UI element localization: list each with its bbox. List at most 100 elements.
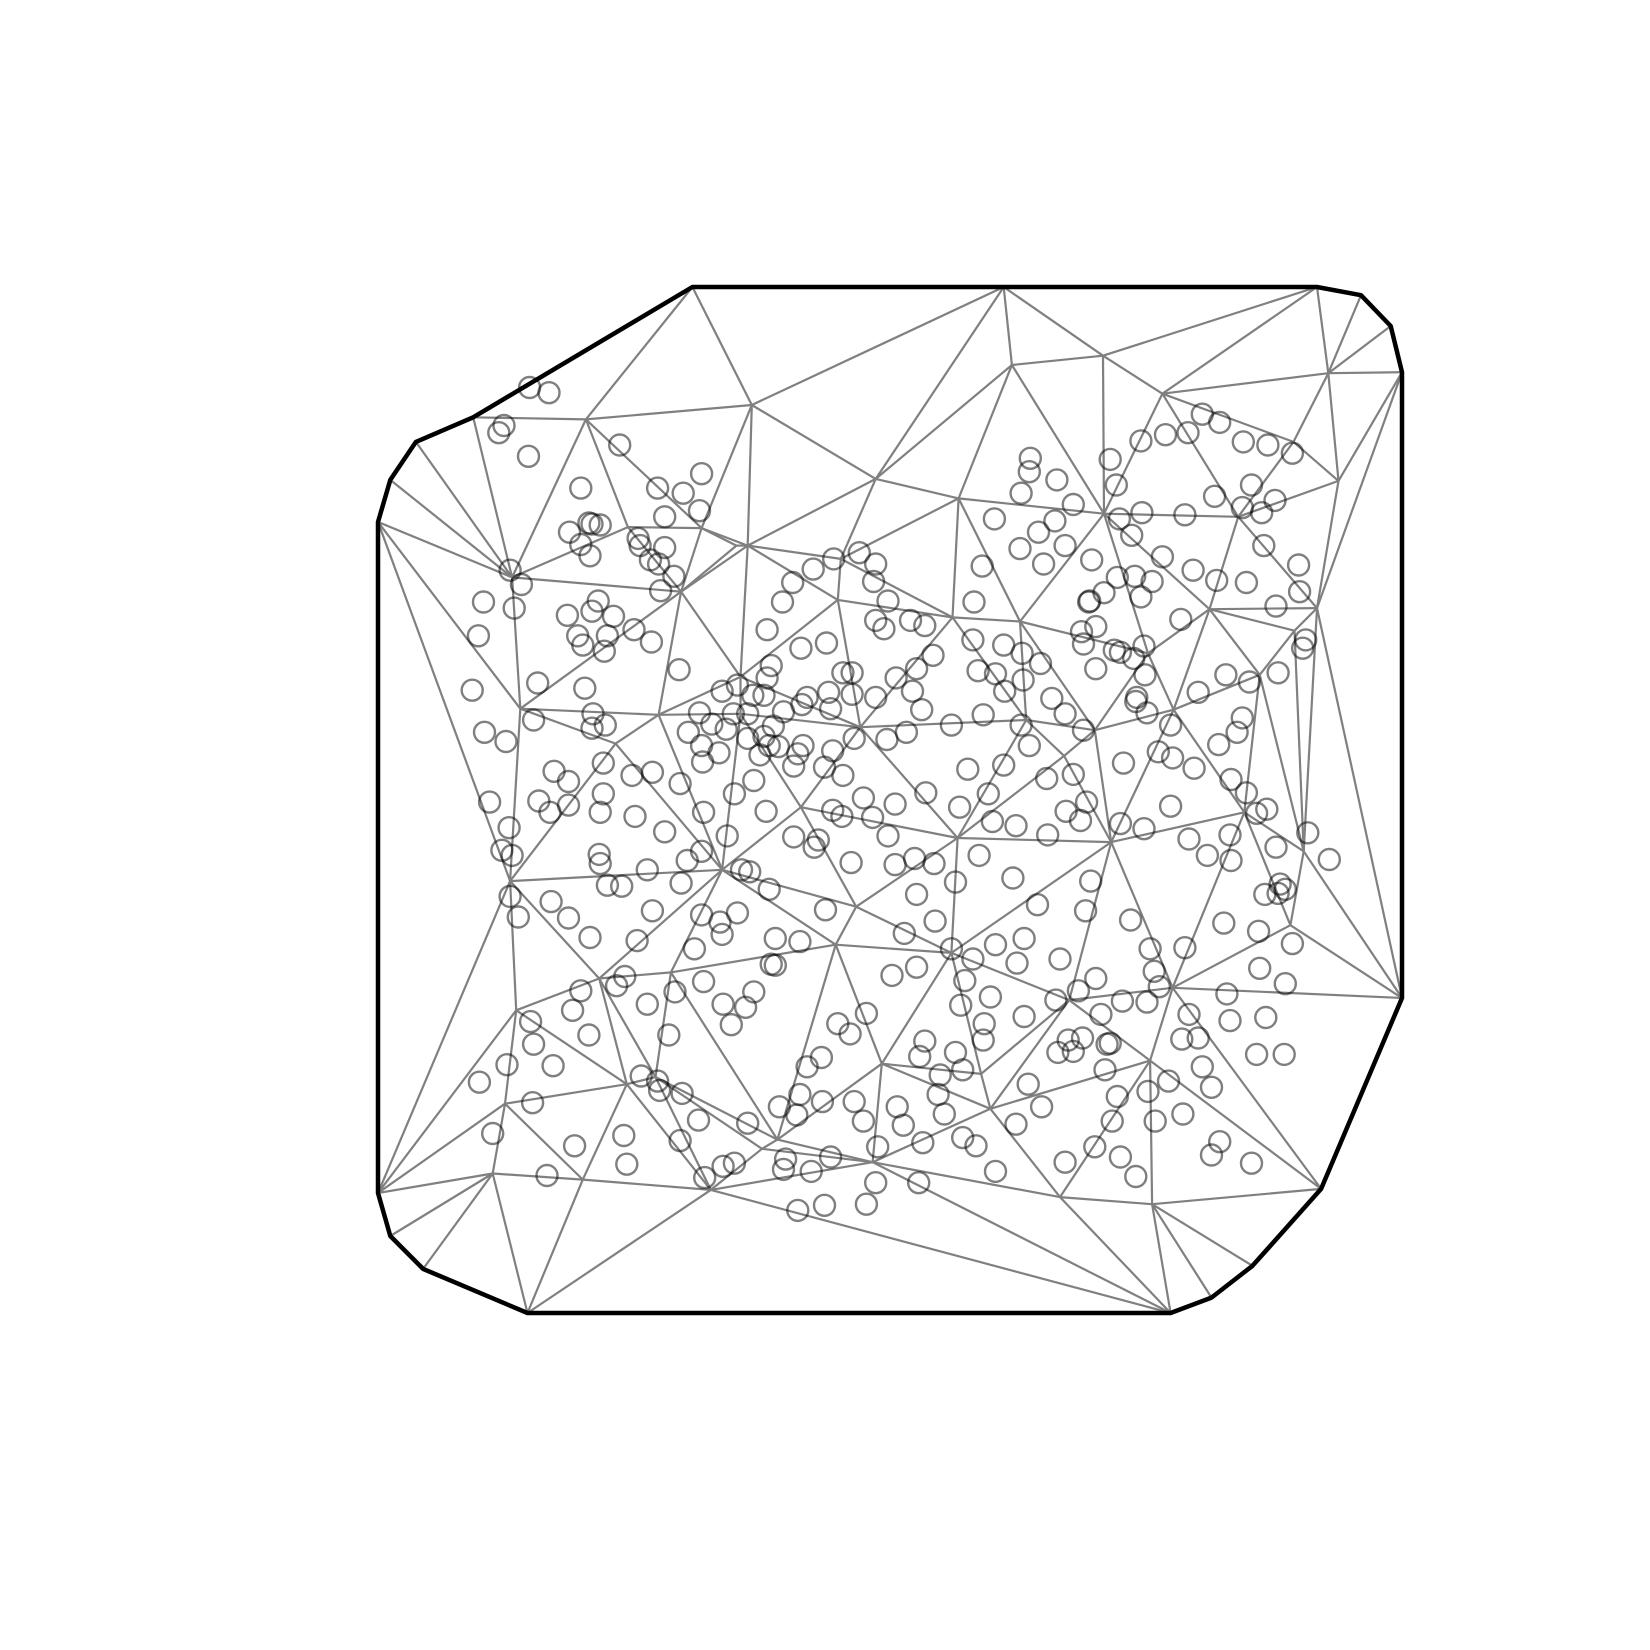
sample-point: [556, 769, 581, 794]
mesh-edge: [834, 944, 883, 1065]
sample-point: [782, 825, 806, 849]
sample-point: [719, 1012, 743, 1037]
sample-point: [1142, 959, 1166, 983]
sample-point: [729, 858, 754, 882]
sample-point: [498, 558, 522, 582]
sample-point: [592, 639, 616, 663]
mesh-edge: [1162, 372, 1329, 395]
sample-point: [1071, 718, 1096, 742]
sample-point: [648, 579, 673, 603]
sample-point: [1119, 523, 1144, 547]
sample-point: [537, 381, 561, 405]
mesh-edge: [511, 418, 587, 578]
sample-point: [1009, 713, 1033, 737]
sample-point: [571, 633, 595, 657]
mesh-edge: [598, 977, 657, 1078]
sample-point: [982, 507, 1007, 531]
sample-point: [721, 702, 745, 726]
sample-point: [1104, 473, 1129, 497]
sample-point: [635, 992, 659, 1016]
sample-point: [814, 631, 839, 655]
mesh-edge: [881, 1062, 991, 1110]
sample-point: [1143, 1109, 1167, 1133]
sample-point: [839, 850, 863, 875]
sample-point: [1118, 908, 1143, 932]
sample-point: [949, 993, 973, 1017]
sample-point: [1108, 640, 1133, 664]
mesh-edge: [1293, 607, 1318, 632]
sample-point: [1089, 1002, 1113, 1027]
sample-point: [902, 846, 927, 871]
sample-point: [754, 799, 778, 823]
sample-point: [1040, 686, 1064, 711]
mesh-edge: [1146, 652, 1175, 711]
sample-point: [671, 481, 695, 505]
mesh-edge: [855, 837, 959, 908]
sample-point: [638, 548, 663, 572]
mesh-edge: [1094, 708, 1174, 732]
sample-point: [669, 871, 693, 895]
mesh-edge: [777, 1138, 873, 1164]
sample-point: [1150, 545, 1175, 569]
sample-point: [1204, 568, 1229, 593]
mesh-edge: [1172, 608, 1211, 711]
sample-point: [1108, 811, 1133, 836]
mesh-edge: [1302, 850, 1403, 999]
sample-point: [1031, 552, 1056, 576]
sample-point: [742, 768, 766, 793]
sample-point: [898, 608, 923, 633]
sample-point: [635, 858, 659, 882]
mesh-edge: [1208, 516, 1240, 610]
sample-point: [1218, 1008, 1242, 1033]
sample-point: [1129, 585, 1153, 609]
sample-point: [864, 608, 888, 633]
mesh-edge: [491, 1103, 507, 1174]
mesh-edge: [691, 286, 753, 406]
sample-point: [822, 547, 846, 571]
sample-point: [781, 570, 805, 595]
mesh-edge: [990, 1059, 1151, 1110]
sample-point: [1219, 767, 1243, 792]
sample-point: [538, 800, 562, 824]
sample-point: [1219, 848, 1243, 873]
sample-point: [1004, 814, 1028, 838]
sample-point: [884, 666, 908, 690]
sample-point: [818, 697, 843, 721]
sample-point: [580, 512, 604, 536]
sample-point: [1098, 1031, 1122, 1055]
sample-point: [763, 953, 787, 977]
mesh-edge: [509, 881, 518, 1011]
sample-point: [976, 782, 1000, 806]
sample-point: [1186, 1026, 1210, 1050]
mesh-edge: [376, 521, 512, 882]
sample-point: [966, 659, 990, 683]
mesh-edge: [859, 726, 959, 839]
sample-point: [860, 805, 885, 830]
sample-point: [907, 1170, 931, 1195]
sample-point: [1001, 866, 1025, 890]
sample-point: [914, 781, 938, 805]
sample-point: [755, 666, 779, 690]
mesh-edge: [491, 1173, 529, 1314]
sample-point: [497, 816, 521, 840]
mesh-edge: [377, 520, 513, 579]
sample-point: [911, 1130, 935, 1155]
sample-point: [689, 839, 714, 863]
sample-point: [653, 535, 677, 560]
sample-point: [573, 676, 597, 700]
mesh-edge: [1010, 364, 1105, 515]
sample-point: [738, 860, 762, 884]
mesh-edge: [989, 1108, 1061, 1198]
sample-point: [1074, 790, 1099, 814]
sample-point: [1212, 911, 1236, 935]
sample-point: [816, 680, 841, 704]
sample-point: [1035, 823, 1060, 847]
mesh-edge: [627, 526, 682, 593]
sample-point: [1239, 1151, 1264, 1175]
sample-point: [1264, 594, 1288, 618]
sample-point: [1156, 1069, 1181, 1093]
mesh-edge: [1302, 608, 1319, 852]
sample-point: [1254, 1005, 1278, 1030]
sample-point: [1133, 663, 1157, 687]
sample-point: [1053, 1150, 1077, 1174]
